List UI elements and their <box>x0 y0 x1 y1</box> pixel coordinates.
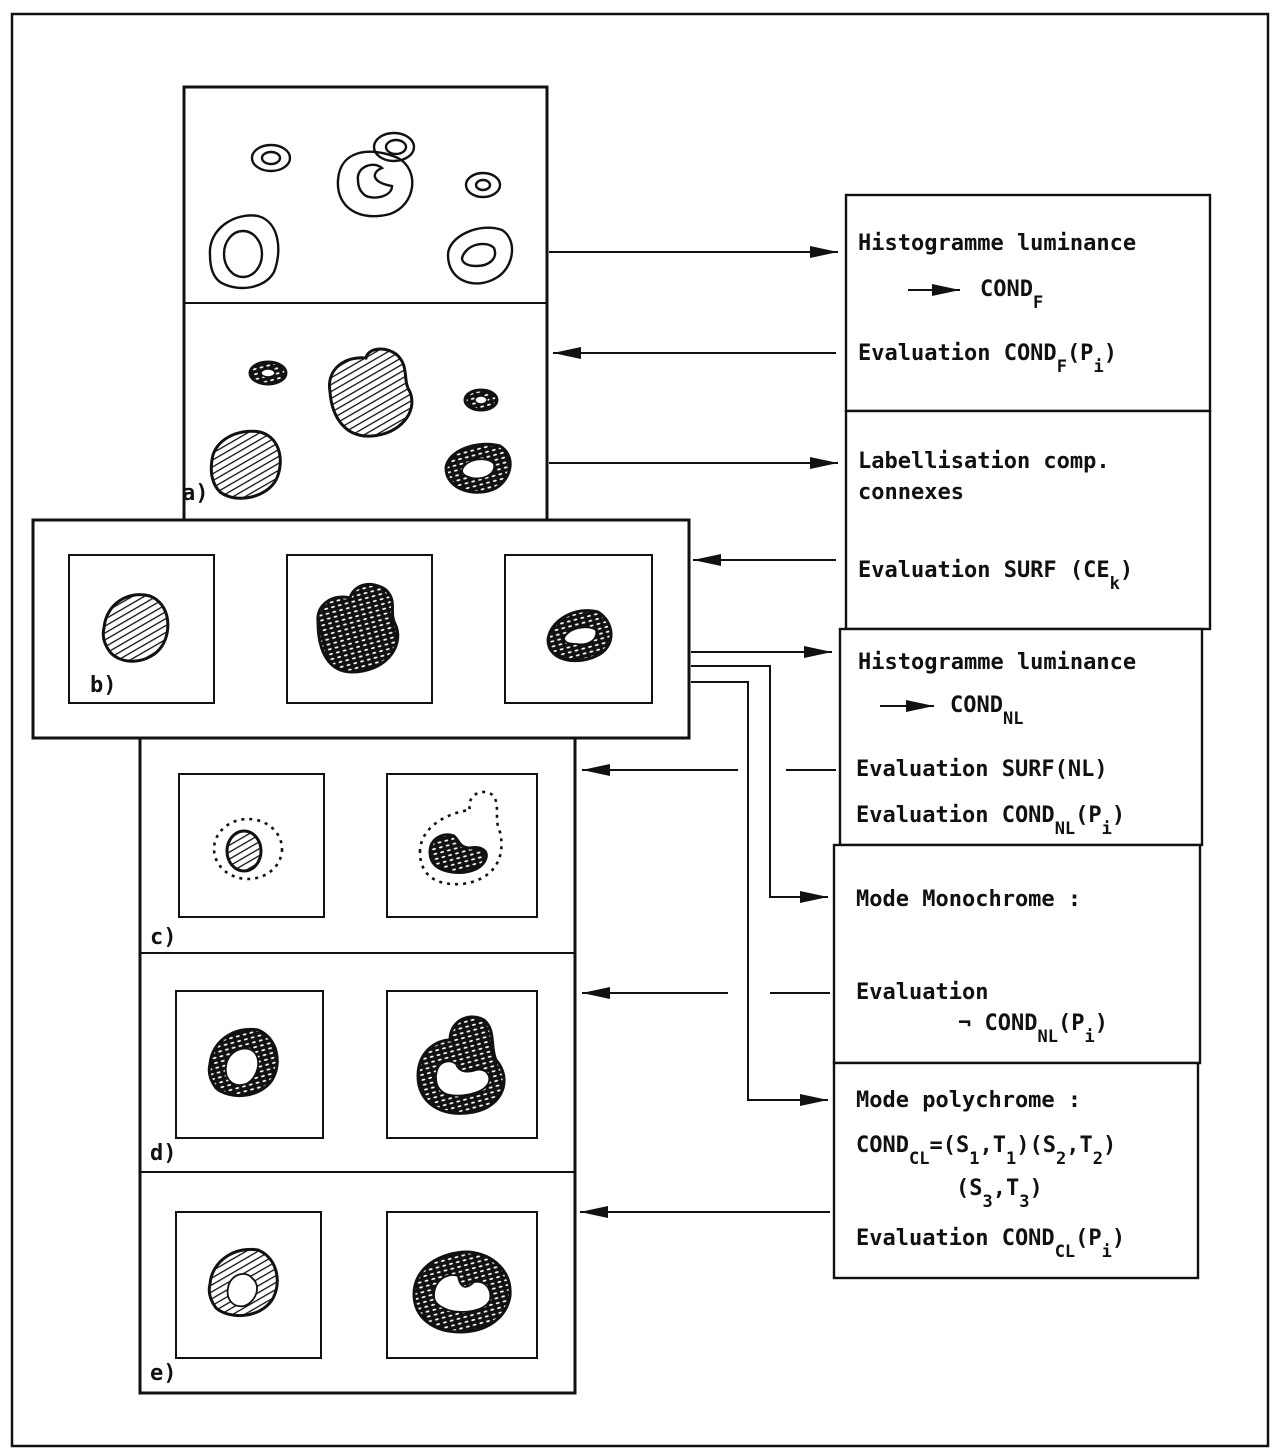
cell-hatched-large <box>329 349 411 436</box>
cell-c1-nucleus <box>227 831 261 871</box>
step-mode-polychrome: Mode polychrome : <box>856 1088 1081 1113</box>
panel-a-label: a) <box>182 481 209 506</box>
step-evaluation: Evaluation <box>856 980 988 1005</box>
cell-b1 <box>103 595 168 662</box>
panel-b: b) <box>33 520 689 738</box>
panel-a: a) <box>182 87 547 520</box>
step-eval-surf-nl: Evaluation SURF(NL) <box>856 757 1108 782</box>
panel-cde: c) d) e) <box>140 738 575 1393</box>
panel-d-label: d) <box>150 1141 177 1166</box>
panel-e-label: e) <box>150 1361 177 1386</box>
step-connexes: connexes <box>858 480 964 505</box>
panel-c-label: c) <box>150 925 177 950</box>
step-labelling: Labellisation comp. <box>858 449 1110 474</box>
step-histogram-1: Histogramme luminance <box>858 231 1136 256</box>
step-mode-monochrome: Mode Monochrome : <box>856 887 1081 912</box>
step-histogram-2: Histogramme luminance <box>858 650 1136 675</box>
panel-b-label: b) <box>90 673 117 698</box>
cell-hatched-left <box>211 431 280 498</box>
